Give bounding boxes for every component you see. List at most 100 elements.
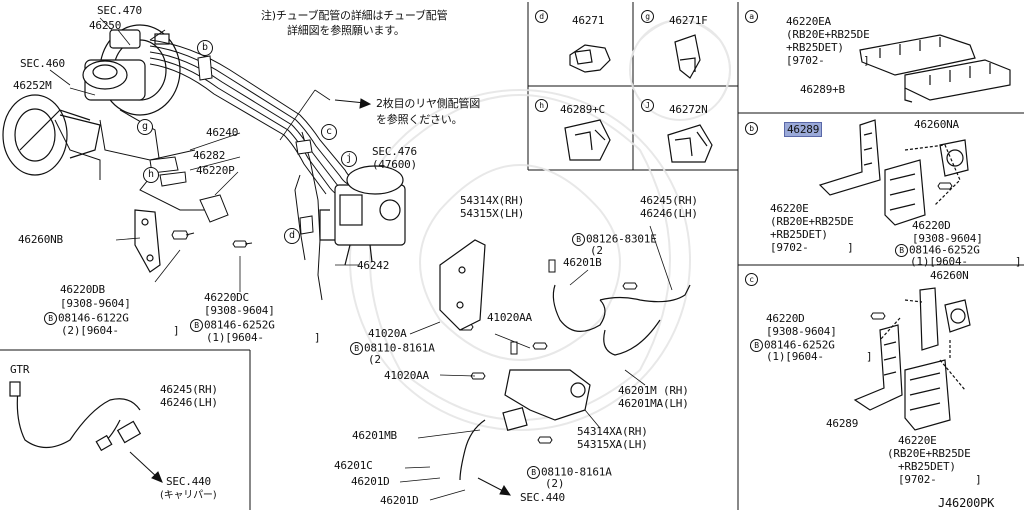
- label-sec470[interactable]: SEC.470: [97, 4, 142, 17]
- box-c-bolt-end: ]: [866, 350, 873, 363]
- ref-j-marker: j: [341, 151, 357, 167]
- label-46201c[interactable]: 46201C: [334, 459, 373, 472]
- rear-note-line-1: 2枚目のリヤ側配管図: [376, 97, 480, 110]
- label-sec460[interactable]: SEC.460: [20, 57, 65, 70]
- label-54314xa[interactable]: 54314XA(RH): [577, 425, 648, 438]
- label-46240[interactable]: 46240: [206, 126, 239, 139]
- box-a-clips: [859, 34, 1011, 103]
- box-b-bolt-end: ]: [1015, 255, 1022, 268]
- label-bolt-6252g-qty: (1)[9604-: [206, 331, 264, 344]
- box-c-46220e[interactable]: 46220E: [898, 434, 937, 447]
- rear-bracket-54314x: [439, 239, 486, 331]
- label-46220dc[interactable]: 46220DC: [204, 291, 249, 304]
- label-bolt-8301e-qty: (2: [590, 244, 603, 257]
- box-c-46220d[interactable]: 46220D: [766, 312, 805, 325]
- label-54315x[interactable]: 54315X(LH): [460, 207, 525, 220]
- diagram-code: J46200PK: [938, 496, 995, 510]
- label-sec476[interactable]: SEC.476: [372, 145, 417, 158]
- hose-icon: [16, 284, 691, 481]
- box-b-46260na[interactable]: 46260NA: [914, 118, 959, 131]
- detail-d-part[interactable]: 46271: [572, 14, 605, 27]
- box-b-46220d-date: [9308-9604]: [912, 232, 983, 245]
- box-c-model1: (RB20E+RB25DE: [887, 447, 971, 460]
- gtr-label-sec440[interactable]: SEC.440: [166, 475, 211, 488]
- sec440-arrows: [129, 98, 512, 496]
- label-41020aa-2[interactable]: 41020AA: [384, 369, 429, 382]
- box-b-46220d[interactable]: 46220D: [912, 219, 951, 232]
- label-46242[interactable]: 46242: [357, 259, 390, 272]
- detail-j-letter: J: [641, 99, 655, 112]
- box-c-model2: +RB25DET): [898, 460, 956, 473]
- box-b-bolt-qty: (1)[9604-: [910, 255, 968, 268]
- gtr-label-caliper: (キャリパー): [160, 490, 217, 501]
- label-54315xa[interactable]: 54315XA(LH): [577, 438, 648, 451]
- detail-j-part[interactable]: 46272N: [669, 103, 708, 116]
- label-46220p[interactable]: 46220P: [196, 164, 235, 177]
- box-c-letter: c: [745, 273, 759, 286]
- label-bolt-6122g-qty: (2)[9604-: [61, 324, 119, 337]
- ref-b-marker: b: [197, 40, 213, 56]
- detail-g-part[interactable]: 46271F: [669, 14, 708, 27]
- rear-note-line-2: を参照ください。: [376, 113, 463, 126]
- label-46260nb[interactable]: 46260NB: [18, 233, 63, 246]
- label-46246[interactable]: 46246(LH): [640, 207, 698, 220]
- box-c-bolt-qty: (1)[9604-: [766, 350, 824, 363]
- master-cylinder-icon: [2, 24, 181, 176]
- box-c-parts: [853, 287, 971, 431]
- label-46201m[interactable]: 46201M (RH): [618, 384, 689, 397]
- gtr-label-46245[interactable]: 46245(RH): [160, 383, 218, 396]
- box-a-part[interactable]: 46220EA: [786, 15, 831, 28]
- note-line-2: 詳細図を参照願います。: [287, 24, 405, 37]
- label-46201ma[interactable]: 46201MA(LH): [618, 397, 689, 410]
- detail-g-letter: g: [641, 10, 655, 23]
- label-bolt-6122g-end: ]: [173, 324, 180, 337]
- box-c-46289[interactable]: 46289: [826, 417, 859, 430]
- label-46282[interactable]: 46282: [193, 149, 226, 162]
- detail-h-part[interactable]: 46289+C: [560, 103, 605, 116]
- clip-icon: [564, 34, 713, 163]
- label-46252m[interactable]: 46252M: [13, 79, 52, 92]
- label-41020aa-1[interactable]: 41020AA: [487, 311, 532, 324]
- ref-d-marker: d: [284, 228, 300, 244]
- box-b-letter: b: [745, 122, 759, 135]
- box-b-46220e[interactable]: 46220E: [770, 202, 809, 215]
- label-46220db-date: [9308-9604]: [60, 297, 131, 310]
- box-a-date: [9702- ]: [786, 54, 870, 67]
- label-46201d-1[interactable]: 46201D: [351, 475, 390, 488]
- label-54314x[interactable]: 54314X(RH): [460, 194, 525, 207]
- box-b-parts: [818, 119, 969, 226]
- ref-h-marker: h: [143, 167, 159, 183]
- gtr-label-46246[interactable]: 46246(LH): [160, 396, 218, 409]
- bracket-icon: [134, 209, 161, 273]
- rear-caliper-bracket: [502, 369, 591, 432]
- leader-lines: [49, 17, 673, 501]
- label-46201mb[interactable]: 46201MB: [352, 429, 397, 442]
- label-46201b[interactable]: 46201B: [563, 256, 602, 269]
- label-sec440[interactable]: SEC.440: [520, 491, 565, 504]
- box-c-46260n[interactable]: 46260N: [930, 269, 969, 282]
- label-46250[interactable]: 46250: [89, 19, 122, 32]
- label-46220db[interactable]: 46220DB: [60, 283, 105, 296]
- ref-g-marker: g: [137, 119, 153, 135]
- abs-unit-icon: [319, 165, 406, 266]
- detail-h-letter: h: [535, 99, 549, 112]
- box-b-highlight-46289[interactable]: 46289: [784, 122, 823, 137]
- box-c-date: [9702- ]: [898, 473, 982, 486]
- box-a-model1: (RB20E+RB25DE: [786, 28, 870, 41]
- label-46201d-2[interactable]: 46201D: [380, 494, 419, 507]
- box-a-part2[interactable]: 46289+B: [800, 83, 845, 96]
- label-46220dc-date: [9308-9604]: [204, 304, 275, 317]
- label-41020a[interactable]: 41020A: [368, 327, 407, 340]
- watermark-emblem: [349, 19, 731, 431]
- label-46245[interactable]: 46245(RH): [640, 194, 698, 207]
- box-c-46220d-date: [9308-9604]: [766, 325, 837, 338]
